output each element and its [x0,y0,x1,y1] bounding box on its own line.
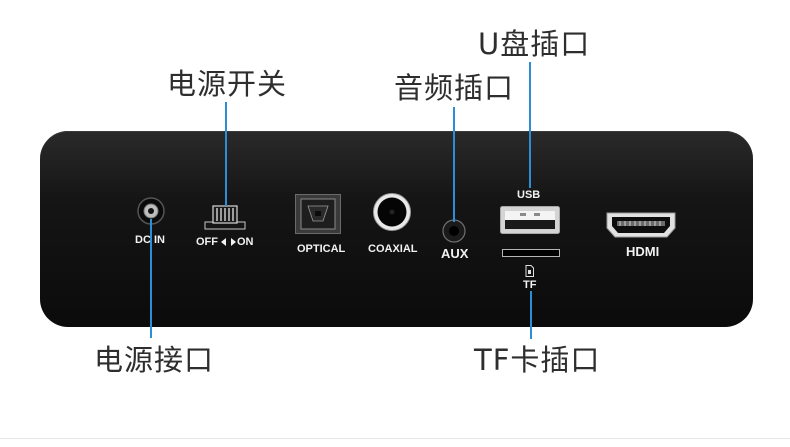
coaxial-port-icon [373,193,411,231]
power-port-callout: 电源接口 [94,343,215,377]
usb-label: USB [517,189,541,201]
optical-port-icon [295,194,341,234]
tf-port-callout: TF卡插口 [474,343,601,377]
dc-in-label: DC IN [135,234,165,246]
power-port-leader-line [150,219,152,338]
power-switch-leader-line [225,102,227,206]
power-switch-callout: 电源开关 [167,67,288,101]
optical-label: OPTICAL [297,243,346,255]
usb-port-leader-line [529,62,531,188]
tf-slot-icon [502,249,560,257]
hdmi-port-icon [606,212,676,238]
usb-port-callout: U盘插口 [478,27,591,61]
audio-port-callout: 音频插口 [394,71,515,105]
switch-off-label: OFF [196,236,218,248]
aux-label: AUX [441,246,469,261]
dc-in-jack-icon [137,197,165,225]
sd-card-icon [525,265,534,277]
hdmi-label: HDMI [626,244,660,259]
footer-divider [0,438,790,439]
power-switch-icon [204,205,246,230]
tf-label: TF [523,279,537,291]
switch-arrows-icon [221,238,236,246]
coaxial-label: COAXIAL [368,243,418,255]
aux-port-icon [442,219,466,243]
switch-on-label: ON [237,236,254,248]
usb-port-icon [500,206,560,234]
audio-port-leader-line [453,107,455,222]
tf-port-leader-line [530,291,532,339]
